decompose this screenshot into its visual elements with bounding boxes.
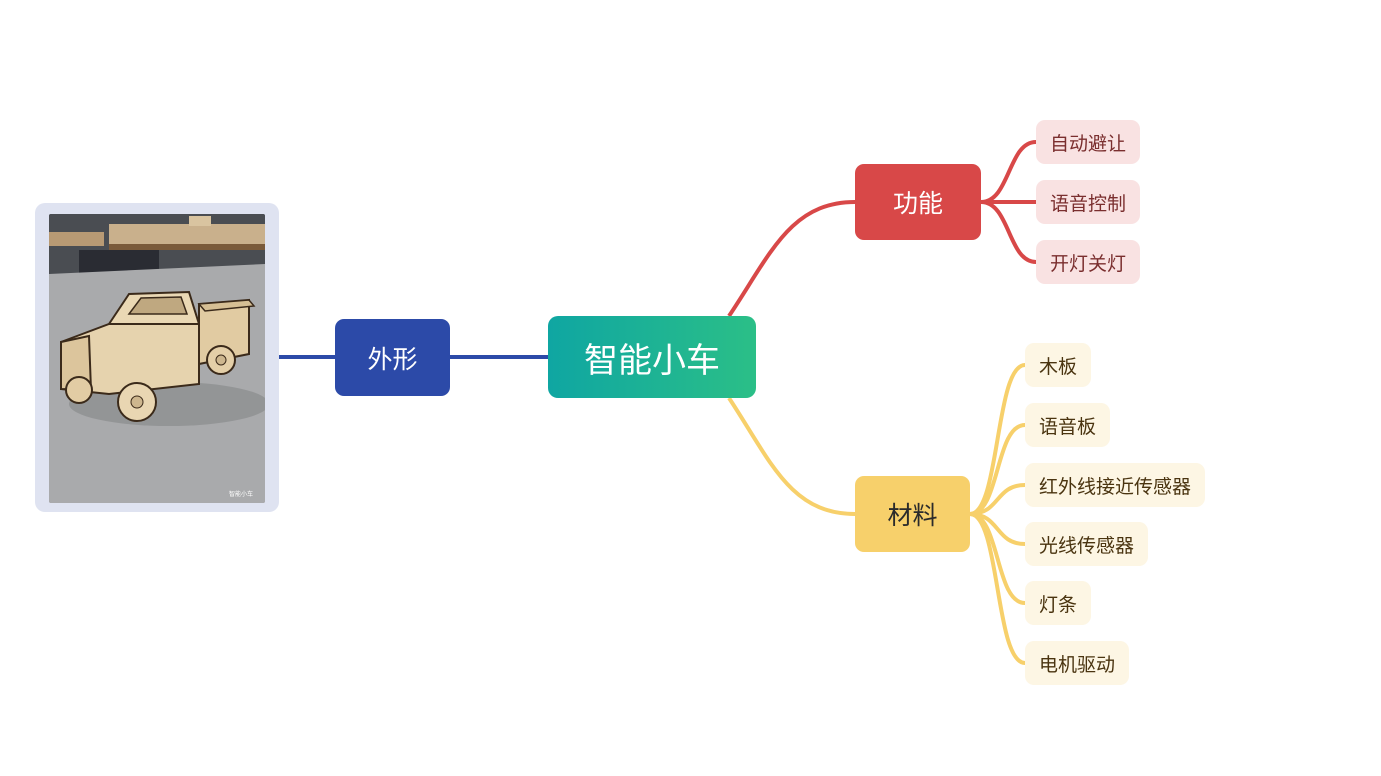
branch-appearance[interactable]: 外形 [335,319,450,396]
connector-material-leaf-0 [969,363,1026,516]
material-leaf-ir-sensor[interactable]: 红外线接近传感器 [1025,463,1206,507]
material-leaf-light-strip[interactable]: 灯条 [1025,581,1092,625]
material-leaf-wood-board[interactable]: 木板 [1025,343,1092,387]
branch-function[interactable]: 功能 [855,164,981,240]
function-leaf-light-toggle[interactable]: 开灯关灯 [1036,240,1141,284]
connector-central-function [727,200,856,318]
connector-material-leaf-1 [969,423,1026,516]
material-leaf-voice-board[interactable]: 语音板 [1025,403,1111,447]
connector-material-leaf-5 [969,512,1026,665]
connector-central-material [727,396,856,516]
wooden-toy-truck-photo: 智能小车 [49,214,265,503]
connector-function-leaf-0 [980,140,1037,204]
connector-function-leaf-2 [980,200,1037,264]
function-leaf-auto-avoid[interactable]: 自动避让 [1036,120,1141,164]
material-leaf-light-sensor[interactable]: 光线传感器 [1025,522,1149,566]
material-leaf-motor-driver[interactable]: 电机驱动 [1025,641,1130,685]
photo-watermark: 智能小车 [229,490,253,498]
appearance-image-card[interactable]: 智能小车 [35,203,279,512]
truck-illustration: 智能小车 [49,214,265,503]
function-leaf-voice-control[interactable]: 语音控制 [1036,180,1141,224]
central-topic[interactable]: 智能小车 [548,316,756,398]
branch-material[interactable]: 材料 [855,476,970,552]
